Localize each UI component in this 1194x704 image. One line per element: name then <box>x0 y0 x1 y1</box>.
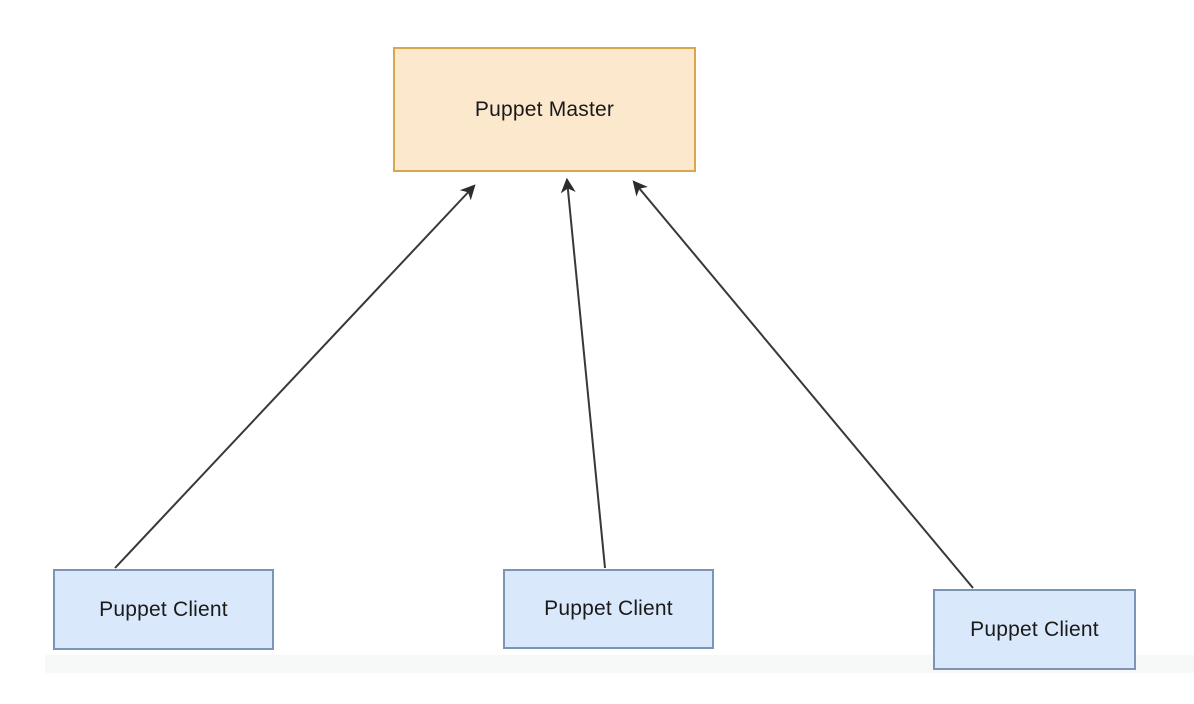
edge-client-middle-to-master <box>560 177 606 569</box>
node-puppet-client-left-label: Puppet Client <box>99 597 228 621</box>
node-puppet-client-right-label: Puppet Client <box>970 617 1099 641</box>
node-puppet-client-right: Puppet Client <box>933 589 1136 670</box>
edge-client-right-to-master <box>632 180 974 589</box>
node-puppet-client-middle: Puppet Client <box>503 569 714 649</box>
node-puppet-client-middle-label: Puppet Client <box>544 597 673 620</box>
node-puppet-master: Puppet Master <box>393 47 696 172</box>
edge-client-left-to-master <box>114 184 476 569</box>
background-strip <box>45 655 1194 673</box>
node-puppet-client-left: Puppet Client <box>53 569 274 650</box>
node-puppet-master-label: Puppet Master <box>474 97 615 121</box>
